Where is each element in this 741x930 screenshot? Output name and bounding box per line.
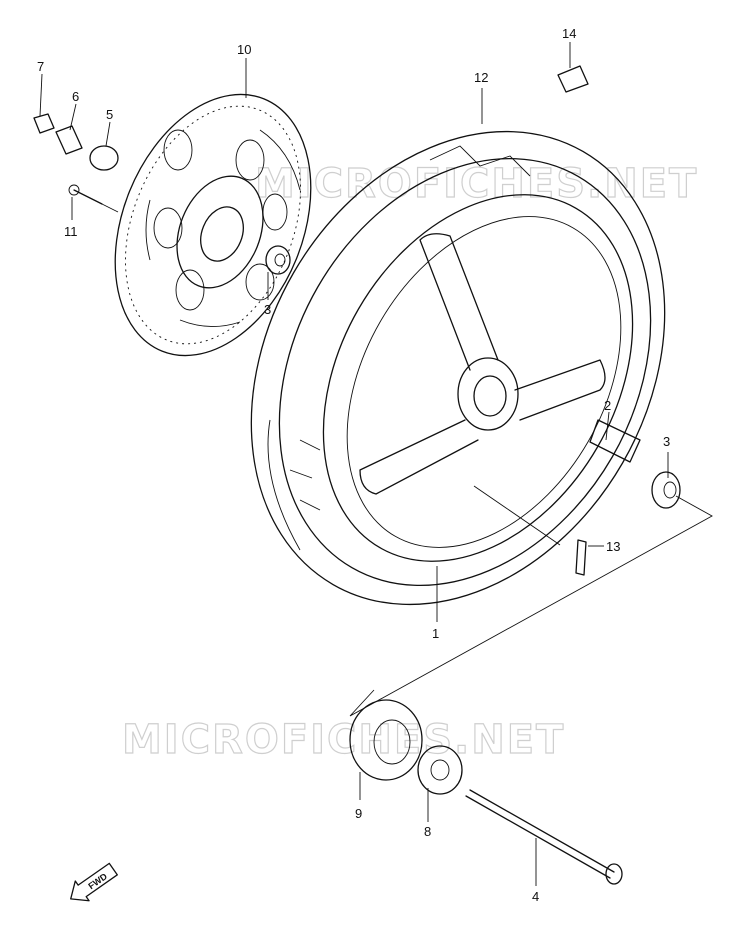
leader-lines bbox=[39, 42, 669, 886]
callout-12: 12 bbox=[474, 70, 488, 85]
collar-5 bbox=[89, 145, 119, 171]
speedometer-gearbox bbox=[417, 745, 463, 795]
front-axle bbox=[465, 789, 623, 885]
callout-1: 1 bbox=[432, 626, 439, 641]
bearing-right bbox=[651, 471, 681, 509]
callout-4: 4 bbox=[532, 889, 539, 904]
air-valve bbox=[575, 539, 587, 576]
fwd-arrow: FWD bbox=[70, 862, 118, 902]
assembly-guide-lines bbox=[101, 203, 713, 717]
callout-14: 14 bbox=[562, 26, 576, 41]
callout-7: 7 bbox=[37, 59, 44, 74]
callout-3b: 3 bbox=[264, 302, 271, 317]
disc-nut bbox=[33, 113, 55, 134]
callout-11: 11 bbox=[64, 224, 78, 239]
callout-10: 10 bbox=[237, 42, 251, 57]
watermark-bottom: MICROFICHES.NET bbox=[122, 717, 565, 763]
callout-2: 2 bbox=[604, 398, 611, 413]
watermark-top: MICROFICHES.NET bbox=[255, 161, 698, 207]
valve-cap bbox=[557, 65, 589, 93]
callout-5: 5 bbox=[106, 107, 113, 122]
callout-8: 8 bbox=[424, 824, 431, 839]
callout-3a: 3 bbox=[663, 434, 670, 449]
callout-6: 6 bbox=[72, 89, 79, 104]
wheel-assembly bbox=[250, 130, 666, 606]
dust-seal bbox=[349, 699, 423, 781]
bearing-disc-side bbox=[265, 245, 291, 275]
disc-bolt bbox=[68, 184, 103, 205]
axle-spacer bbox=[589, 419, 641, 463]
spacer-6 bbox=[55, 125, 83, 155]
callout-13: 13 bbox=[606, 539, 620, 554]
brake-disc bbox=[114, 93, 312, 357]
callout-9: 9 bbox=[355, 806, 362, 821]
